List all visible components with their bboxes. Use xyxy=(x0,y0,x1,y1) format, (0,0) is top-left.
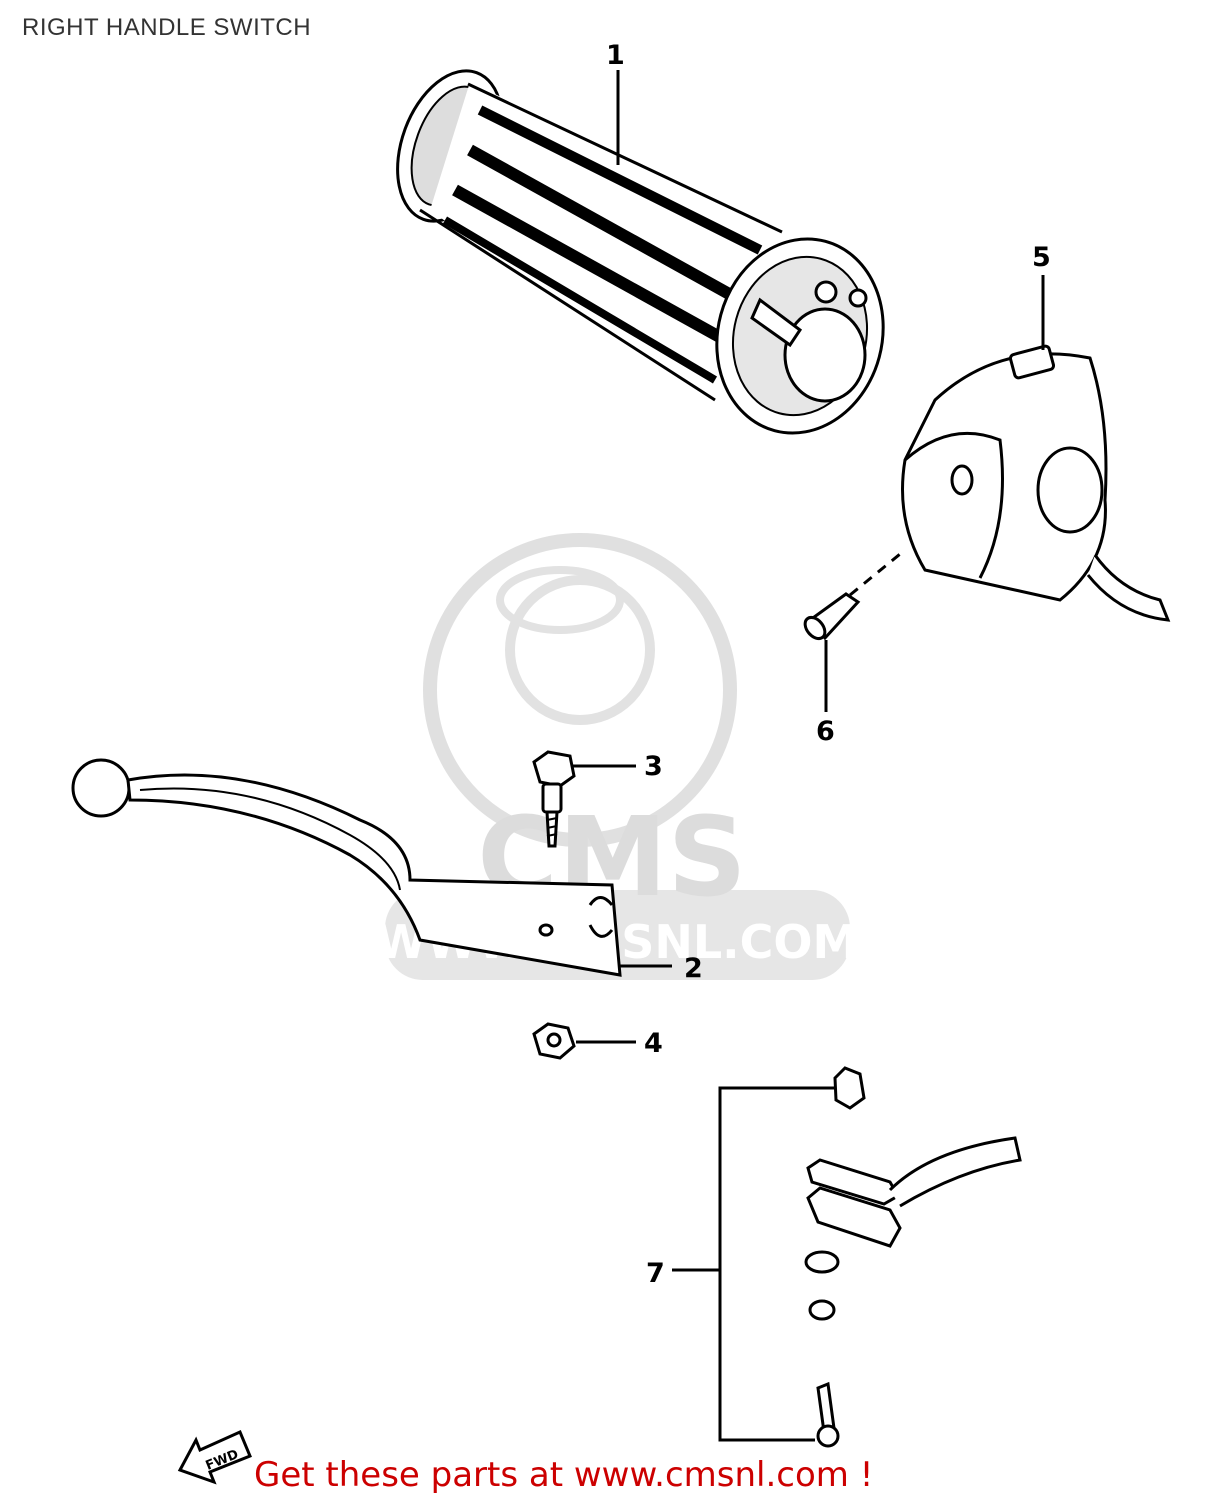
nut-part-4 xyxy=(532,1022,576,1060)
screw-part-6 xyxy=(803,548,906,641)
bracket-part-7 xyxy=(672,1086,835,1442)
leader-lines xyxy=(572,70,1045,1044)
brake-switch-assembly-part-7 xyxy=(804,1066,1022,1448)
diagram-title: RIGHT HANDLE SWITCH xyxy=(22,14,312,41)
callout-6: 6 xyxy=(816,716,835,747)
switch-housing-part-5 xyxy=(901,344,1171,622)
throttle-grip-part-1 xyxy=(396,69,885,435)
brake-lever-part-2 xyxy=(71,758,622,977)
forward-arrow-icon: FWD xyxy=(177,1429,252,1485)
callout-4: 4 xyxy=(644,1028,663,1059)
callout-2: 2 xyxy=(684,953,703,984)
bolt-part-3 xyxy=(532,750,576,848)
footer-link-text[interactable]: Get these parts at www.cmsnl.com ! xyxy=(254,1455,874,1495)
callout-1: 1 xyxy=(606,40,625,71)
callout-5: 5 xyxy=(1032,242,1051,273)
callout-3: 3 xyxy=(644,751,663,782)
callout-7: 7 xyxy=(646,1258,665,1289)
